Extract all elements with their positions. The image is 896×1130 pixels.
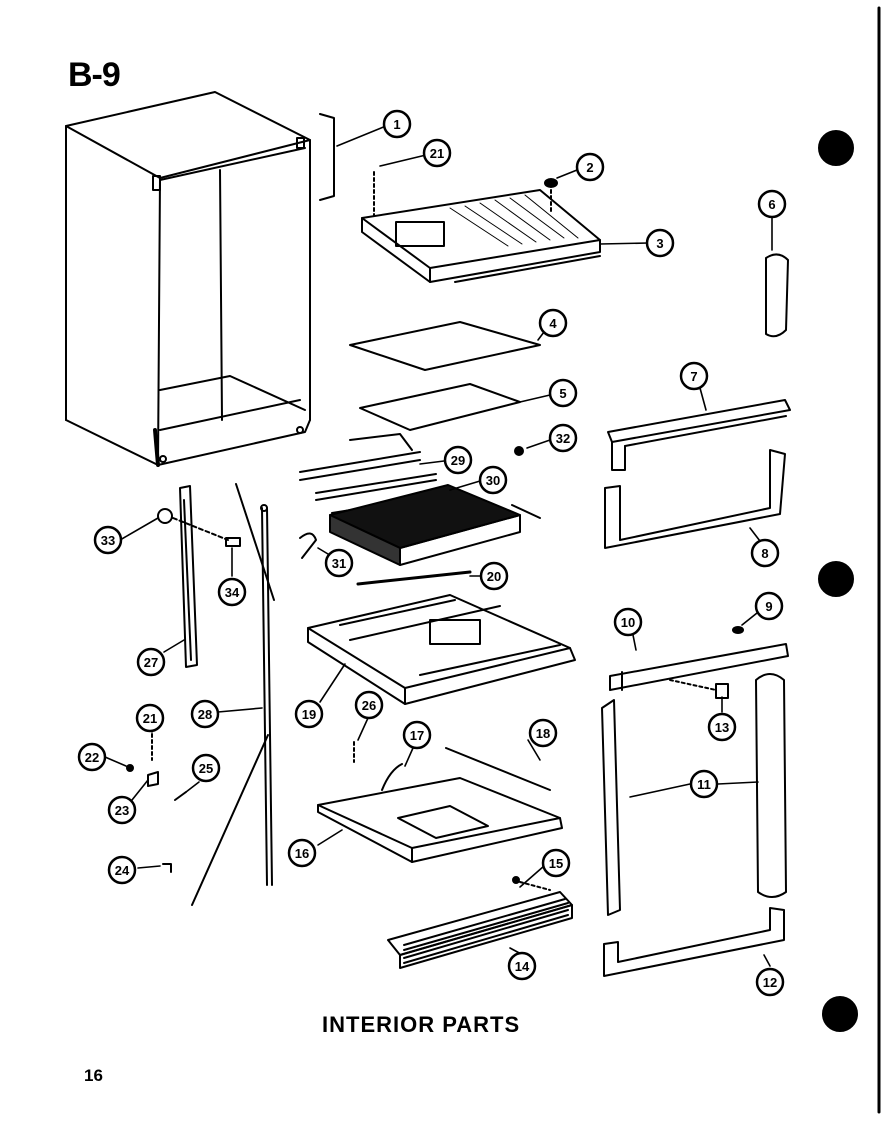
callout-number: 22 bbox=[85, 750, 99, 765]
door-shelf-7 bbox=[607, 399, 791, 471]
insulation-5 bbox=[359, 383, 521, 431]
callout-number: 8 bbox=[761, 546, 768, 561]
grille-14 bbox=[387, 891, 573, 969]
evaporator-tray-19 bbox=[307, 594, 576, 705]
callout-number: 14 bbox=[515, 959, 530, 974]
callout-number: 26 bbox=[362, 698, 376, 713]
callout-number: 10 bbox=[621, 615, 635, 630]
callout-29: 29 bbox=[443, 445, 473, 475]
callout-1: 1 bbox=[382, 109, 412, 139]
callout-number: 24 bbox=[115, 863, 130, 878]
callout-number: 30 bbox=[486, 473, 500, 488]
door-post-11-right bbox=[755, 673, 787, 898]
callout-number: 31 bbox=[332, 556, 346, 571]
hinge-33 bbox=[157, 508, 173, 524]
callout-number: 23 bbox=[115, 803, 129, 818]
callout-number: 12 bbox=[763, 975, 777, 990]
bracket-13 bbox=[715, 683, 729, 699]
callout-5: 5 bbox=[548, 378, 578, 408]
evaporator-30 bbox=[329, 484, 541, 566]
callout-9: 9 bbox=[754, 591, 784, 621]
callout-27: 27 bbox=[136, 647, 166, 677]
callout-26: 26 bbox=[354, 690, 384, 720]
callout-number: 33 bbox=[101, 533, 115, 548]
callout-18: 18 bbox=[528, 718, 558, 748]
callout-2: 2 bbox=[575, 152, 605, 182]
top-plate-3 bbox=[361, 189, 601, 283]
callout-4: 4 bbox=[538, 308, 568, 338]
callout-19: 19 bbox=[294, 699, 324, 729]
callout-7: 7 bbox=[679, 361, 709, 391]
callout-number: 20 bbox=[487, 569, 501, 584]
callout-number: 15 bbox=[549, 856, 563, 871]
callout-number: 17 bbox=[410, 728, 424, 743]
callout-number: 27 bbox=[144, 655, 158, 670]
thermostat-31 bbox=[299, 532, 317, 559]
callout-15: 15 bbox=[541, 848, 571, 878]
callout-number: 3 bbox=[656, 236, 663, 251]
insulation-4 bbox=[349, 321, 541, 371]
door-shelf-8 bbox=[604, 449, 786, 549]
screw-34 bbox=[225, 537, 241, 547]
callout-labels: 1212364573229308333431202791013192821222… bbox=[77, 109, 787, 997]
door-stop-27 bbox=[179, 485, 198, 668]
callout-23: 23 bbox=[107, 795, 137, 825]
page-title: INTERIOR PARTS bbox=[322, 1012, 521, 1037]
callout-number: 7 bbox=[690, 369, 697, 384]
callout-number: 4 bbox=[549, 316, 557, 331]
callout-number: 28 bbox=[198, 707, 212, 722]
page-code: B-9 bbox=[68, 56, 121, 94]
callout-8: 8 bbox=[750, 538, 780, 568]
tube-28 bbox=[260, 504, 273, 886]
callout-number: 21 bbox=[430, 146, 444, 161]
callout-13: 13 bbox=[707, 712, 737, 742]
callout-number: 19 bbox=[302, 707, 316, 722]
callout-number: 9 bbox=[765, 599, 772, 614]
callout-28: 28 bbox=[190, 699, 220, 729]
callout-22: 22 bbox=[77, 742, 107, 772]
callout-11: 11 bbox=[689, 769, 719, 799]
callout-number: 13 bbox=[715, 720, 729, 735]
callout-20: 20 bbox=[479, 561, 509, 591]
callout-10: 10 bbox=[613, 607, 643, 637]
door-shelf-12 bbox=[603, 907, 785, 977]
callout-33: 33 bbox=[93, 525, 123, 555]
callout-21: 21 bbox=[135, 703, 165, 733]
callout-number: 25 bbox=[199, 761, 213, 776]
door-bar-6 bbox=[765, 253, 789, 338]
callout-number: 2 bbox=[586, 160, 593, 175]
callout-number: 1 bbox=[393, 117, 400, 132]
cabinet-shell bbox=[65, 91, 311, 467]
page-number: 16 bbox=[84, 1066, 103, 1085]
crisper-cover-16 bbox=[317, 763, 563, 863]
callout-30: 30 bbox=[478, 465, 508, 495]
callout-number: 21 bbox=[143, 711, 157, 726]
callout-number: 29 bbox=[451, 453, 465, 468]
callout-12: 12 bbox=[755, 967, 785, 997]
callout-25: 25 bbox=[191, 753, 221, 783]
callout-17: 17 bbox=[402, 720, 432, 750]
callout-34: 34 bbox=[217, 577, 247, 607]
callout-number: 32 bbox=[556, 431, 570, 446]
callout-number: 34 bbox=[225, 585, 240, 600]
callout-number: 5 bbox=[559, 386, 566, 401]
callout-6: 6 bbox=[757, 189, 787, 219]
callout-number: 11 bbox=[697, 777, 711, 792]
callout-14: 14 bbox=[507, 951, 537, 981]
callout-31: 31 bbox=[324, 548, 354, 578]
door-shelf-10 bbox=[609, 643, 789, 691]
callout-24: 24 bbox=[107, 855, 137, 885]
door-post-11-left bbox=[601, 699, 621, 916]
callout-number: 6 bbox=[768, 197, 775, 212]
callout-number: 18 bbox=[536, 726, 550, 741]
callout-16: 16 bbox=[287, 838, 317, 868]
callout-number: 16 bbox=[295, 846, 309, 861]
callout-32: 32 bbox=[548, 423, 578, 453]
bracket-1 bbox=[319, 113, 335, 201]
callout-21: 21 bbox=[422, 138, 452, 168]
callout-3: 3 bbox=[645, 228, 675, 258]
